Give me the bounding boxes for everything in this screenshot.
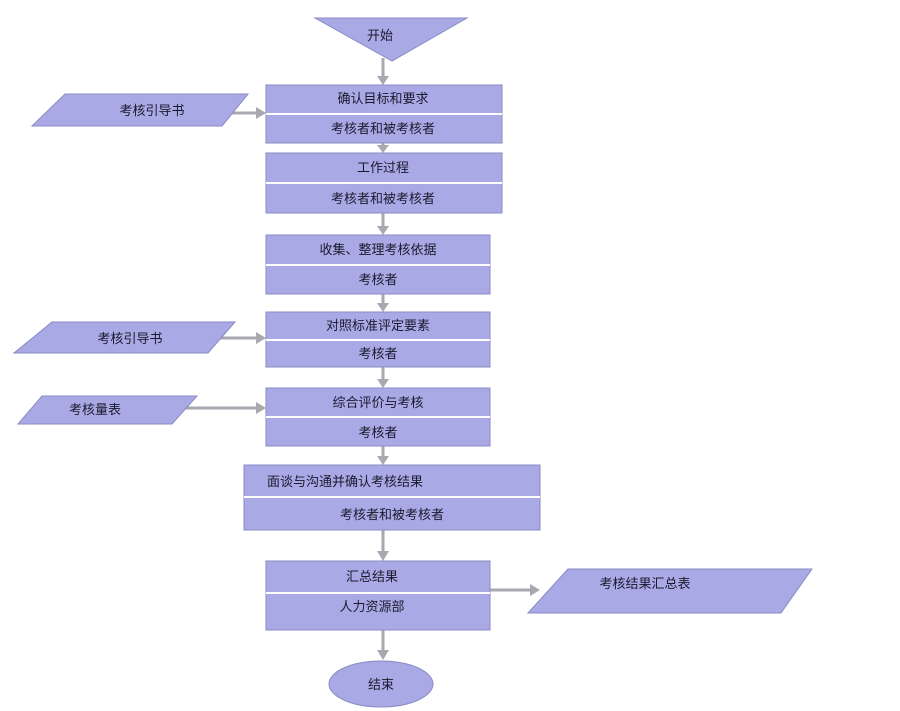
step-3-title: 收集、整理考核依据 <box>319 242 436 258</box>
step-7-actor: 人力资源部 <box>339 600 404 615</box>
end-label: 结束 <box>368 678 394 693</box>
step-3-actor: 考核者 <box>358 273 397 288</box>
arrowhead <box>377 456 389 465</box>
arrowhead <box>256 107 266 119</box>
arrowhead <box>377 145 389 153</box>
step-5-title: 综合评价与考核 <box>332 396 423 411</box>
arrowhead <box>377 551 389 561</box>
arrowhead <box>377 226 389 235</box>
step-5-actor: 考核者 <box>358 426 397 441</box>
step-2-title: 工作过程 <box>357 161 409 176</box>
arrowhead <box>256 402 266 414</box>
input-scale: 考核量表 <box>16 395 199 425</box>
input-scale-label: 考核量表 <box>69 403 121 418</box>
arrowhead <box>377 379 389 388</box>
step-1-title: 确认目标和要求 <box>337 92 428 107</box>
output-summary: 考核结果汇总表 <box>526 568 813 614</box>
arrowhead <box>530 584 540 596</box>
step-3: 收集、整理考核依据 考核者 <box>265 234 491 295</box>
step-7-title: 汇总结果 <box>346 570 398 585</box>
end-node: 结束 <box>328 660 434 708</box>
step-6-title: 面谈与沟通并确认考核结果 <box>267 475 423 490</box>
step-1-actor: 考核者和被考核者 <box>331 122 435 137</box>
step-6: 面谈与沟通并确认考核结果 考核者和被考核者 <box>243 464 541 531</box>
start-node: 开始 <box>313 17 469 62</box>
input-guide-2: 考核引导书 <box>12 321 237 354</box>
step-2-actor: 考核者和被考核者 <box>331 192 435 207</box>
arrowhead <box>377 76 389 85</box>
step-1: 确认目标和要求 考核者和被考核者 <box>265 84 503 144</box>
output-summary-label: 考核结果汇总表 <box>599 577 690 592</box>
step-4: 对照标准评定要素 考核者 <box>265 311 491 368</box>
step-7: 汇总结果 人力资源部 <box>265 560 491 631</box>
input-guide-1: 考核引导书 <box>30 93 250 127</box>
step-4-title: 对照标准评定要素 <box>326 319 430 334</box>
connectors <box>186 58 540 660</box>
start-label: 开始 <box>367 29 393 44</box>
input-guide-1-label: 考核引导书 <box>119 104 184 119</box>
step-6-actor: 考核者和被考核者 <box>340 508 444 523</box>
arrowhead <box>377 650 389 660</box>
step-5: 综合评价与考核 考核者 <box>265 387 491 447</box>
arrowhead <box>377 303 389 312</box>
arrowhead <box>256 332 266 344</box>
step-2: 工作过程 考核者和被考核者 <box>265 152 503 214</box>
input-guide-2-label: 考核引导书 <box>97 332 162 347</box>
step-4-actor: 考核者 <box>358 347 397 362</box>
